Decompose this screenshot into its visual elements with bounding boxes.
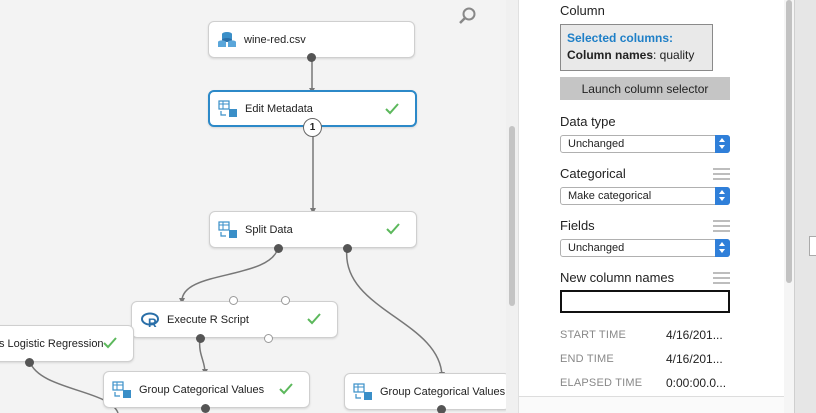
fields-label: Fields [560, 218, 595, 233]
scrollbar-thumb[interactable] [509, 126, 515, 306]
svg-text:R: R [148, 316, 157, 329]
drag-handle-icon[interactable] [713, 272, 730, 284]
experiment-canvas[interactable]: wine-red.csv Edit Metadata 1 Split Data … [0, 0, 506, 413]
output-port[interactable] [196, 334, 205, 343]
r-language-icon: R [141, 312, 159, 329]
node-label: Edit Metadata [245, 102, 313, 115]
end-time-label: END TIME [560, 353, 614, 365]
drag-handle-icon[interactable] [713, 168, 730, 180]
output-port[interactable] [307, 53, 316, 62]
success-check-icon [386, 223, 400, 235]
success-check-icon [307, 313, 321, 325]
selected-columns-title: Selected columns: [567, 31, 674, 45]
success-check-icon [385, 103, 399, 115]
table-transform-icon [112, 380, 131, 398]
properties-panel: Column Selected columns: Column names: q… [518, 0, 791, 413]
input-port[interactable] [229, 296, 238, 305]
fields-value: Unchanged [568, 242, 625, 254]
data-type-value: Unchanged [568, 138, 625, 150]
select-arrows-icon [715, 135, 730, 153]
canvas-scrollbar[interactable] [506, 0, 518, 413]
select-arrows-icon [715, 187, 730, 205]
categorical-select[interactable]: Make categorical [560, 187, 730, 205]
output-port-right[interactable] [343, 244, 352, 253]
input-port[interactable] [281, 296, 290, 305]
new-column-names-input[interactable] [560, 290, 730, 313]
node-logistic-regression[interactable]: s Logistic Regression [0, 325, 134, 362]
wire-split-to-group2 [346, 247, 443, 377]
end-time-value: 4/16/201... [666, 352, 723, 366]
column-names-key: Column names [567, 48, 654, 62]
column-label: Column [560, 3, 605, 18]
output-port-left[interactable] [274, 244, 283, 253]
wire-split-to-r [181, 247, 279, 303]
node-split-data[interactable]: Split Data [209, 211, 417, 248]
search-icon[interactable] [458, 6, 478, 26]
node-label: Execute R Script [167, 313, 249, 326]
panel-footer [519, 396, 791, 413]
node-wine-red-csv[interactable]: wine-red.csv [208, 21, 415, 58]
categorical-label: Categorical [560, 166, 626, 181]
output-port[interactable] [437, 405, 446, 413]
node-execute-r-script[interactable]: R Execute R Script [131, 301, 338, 338]
dataset-icon [218, 31, 236, 47]
fields-select[interactable]: Unchanged [560, 239, 730, 257]
node-group-categorical-values-2[interactable]: Group Categorical Values [344, 373, 506, 410]
output-port[interactable] [201, 404, 210, 413]
success-check-icon [103, 337, 117, 349]
output-port[interactable] [25, 358, 34, 367]
selected-columns-box: Selected columns: Column names: quality [560, 24, 713, 71]
start-time-label: START TIME [560, 329, 626, 341]
select-arrows-icon [715, 239, 730, 257]
table-transform-icon [218, 99, 237, 117]
categorical-value: Make categorical [568, 190, 652, 202]
success-check-icon [279, 383, 293, 395]
node-group-categorical-values-1[interactable]: Group Categorical Values [103, 371, 310, 408]
data-type-label: Data type [560, 114, 616, 129]
node-label: s Logistic Regression [0, 337, 104, 350]
elapsed-time-value: 0:00:00.0... [666, 376, 727, 390]
scrollbar-thumb[interactable] [786, 0, 792, 283]
elapsed-time-label: ELAPSED TIME [560, 377, 643, 389]
output-port-badge[interactable]: 1 [303, 118, 322, 137]
node-label: wine-red.csv [244, 33, 306, 46]
column-names-text: Column names: quality [567, 46, 706, 64]
new-column-names-label: New column names [560, 270, 675, 285]
output-port[interactable] [264, 334, 273, 343]
start-time-value: 4/16/201... [666, 328, 723, 342]
node-label: Group Categorical Values [380, 385, 506, 398]
node-label: Split Data [245, 223, 293, 236]
launch-column-selector-button[interactable]: Launch column selector [560, 77, 730, 100]
table-transform-icon [353, 382, 372, 400]
node-label: Group Categorical Values [139, 383, 265, 396]
right-collapsed-pane [794, 0, 816, 413]
data-type-select[interactable]: Unchanged [560, 135, 730, 153]
wire-r-to-group1 [198, 337, 206, 374]
drag-handle-icon[interactable] [713, 220, 730, 232]
table-transform-icon [218, 220, 237, 238]
column-names-value: : quality [653, 48, 695, 62]
panel-scrollbar[interactable] [784, 0, 794, 413]
pane-toggle-handle[interactable] [809, 236, 816, 256]
